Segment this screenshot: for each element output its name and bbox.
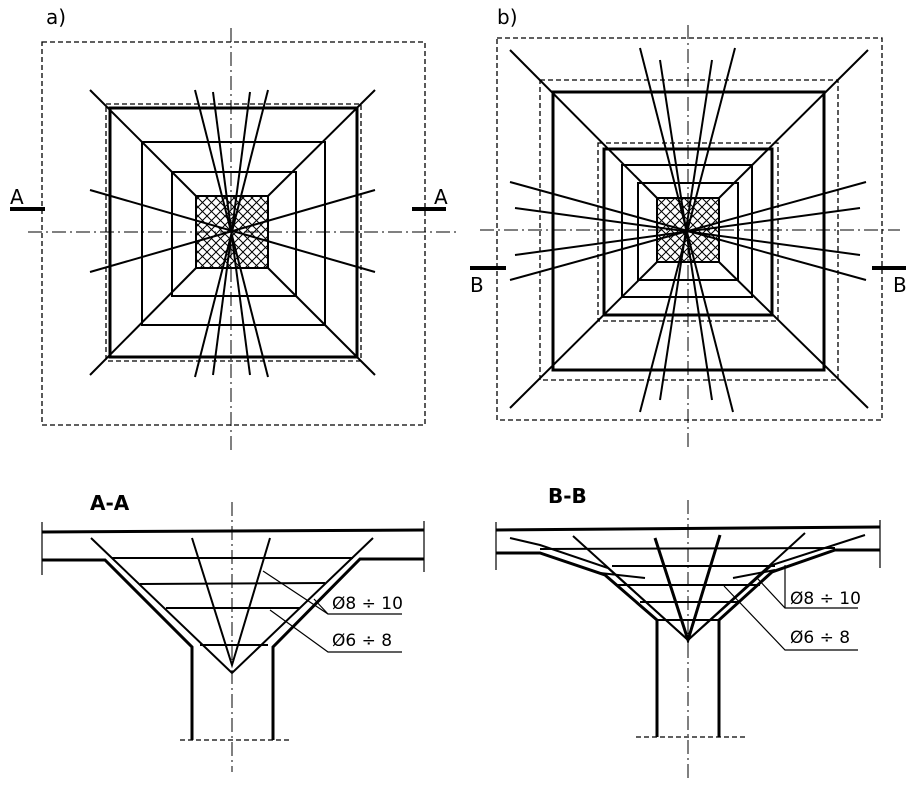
bent-bars bbox=[90, 537, 374, 675]
slab-outline bbox=[496, 37, 883, 421]
section-a-title: A-A bbox=[90, 491, 130, 515]
drop-outline bbox=[602, 147, 774, 317]
radial-bars bbox=[191, 537, 271, 669]
slab-top bbox=[41, 528, 425, 534]
capital-outline bbox=[551, 90, 826, 372]
radial-bars bbox=[653, 534, 722, 646]
cut-label-left: A bbox=[10, 185, 24, 209]
section-a-a: A-A Ø8 ÷ 10 Ø6 ÷ 8 bbox=[41, 491, 425, 772]
capital-outline bbox=[108, 106, 359, 359]
rebar-label-2: Ø6 ÷ 8 bbox=[790, 628, 850, 648]
rebar-label-2: Ø6 ÷ 8 bbox=[332, 631, 392, 651]
capital-dashed bbox=[539, 79, 839, 381]
capital-left bbox=[496, 551, 659, 737]
rebar-label-1: Ø8 ÷ 10 bbox=[790, 589, 861, 609]
plan-a-label: a) bbox=[46, 5, 66, 29]
rebar-ring bbox=[637, 182, 739, 281]
section-b-b: B-B Ø8 ÷ 10 Ø6 ÷ 8 bbox=[495, 484, 881, 780]
slab-top bbox=[495, 525, 881, 532]
rebar-ring bbox=[621, 164, 753, 298]
plan-b-label: b) bbox=[497, 5, 518, 29]
drop-dashed bbox=[597, 142, 779, 322]
section-b-title: B-B bbox=[548, 484, 587, 508]
leader-2 bbox=[723, 585, 858, 651]
diagonal-bars bbox=[509, 49, 869, 409]
radial-bars bbox=[509, 47, 867, 413]
plan-a: a) A A bbox=[10, 5, 460, 450]
capital-right bbox=[717, 548, 880, 737]
ring-bars bbox=[112, 557, 353, 646]
cut-label-left: B bbox=[470, 273, 484, 297]
capital-right bbox=[271, 557, 424, 740]
cut-label-right: B bbox=[893, 273, 907, 297]
rebar-ring bbox=[141, 141, 326, 326]
ring-bars bbox=[539, 547, 836, 621]
cut-label-right: A bbox=[434, 185, 448, 209]
leader-1-branch bbox=[313, 598, 329, 615]
plan-b: b) B B bbox=[470, 5, 907, 450]
radial-bars bbox=[89, 89, 376, 378]
rebar-ring bbox=[171, 171, 297, 297]
slab-outline bbox=[41, 41, 426, 426]
rebar-label-1: Ø8 ÷ 10 bbox=[332, 594, 403, 614]
leader-2 bbox=[269, 609, 402, 653]
capital-left bbox=[42, 558, 194, 740]
diagonal-bars bbox=[89, 89, 376, 376]
